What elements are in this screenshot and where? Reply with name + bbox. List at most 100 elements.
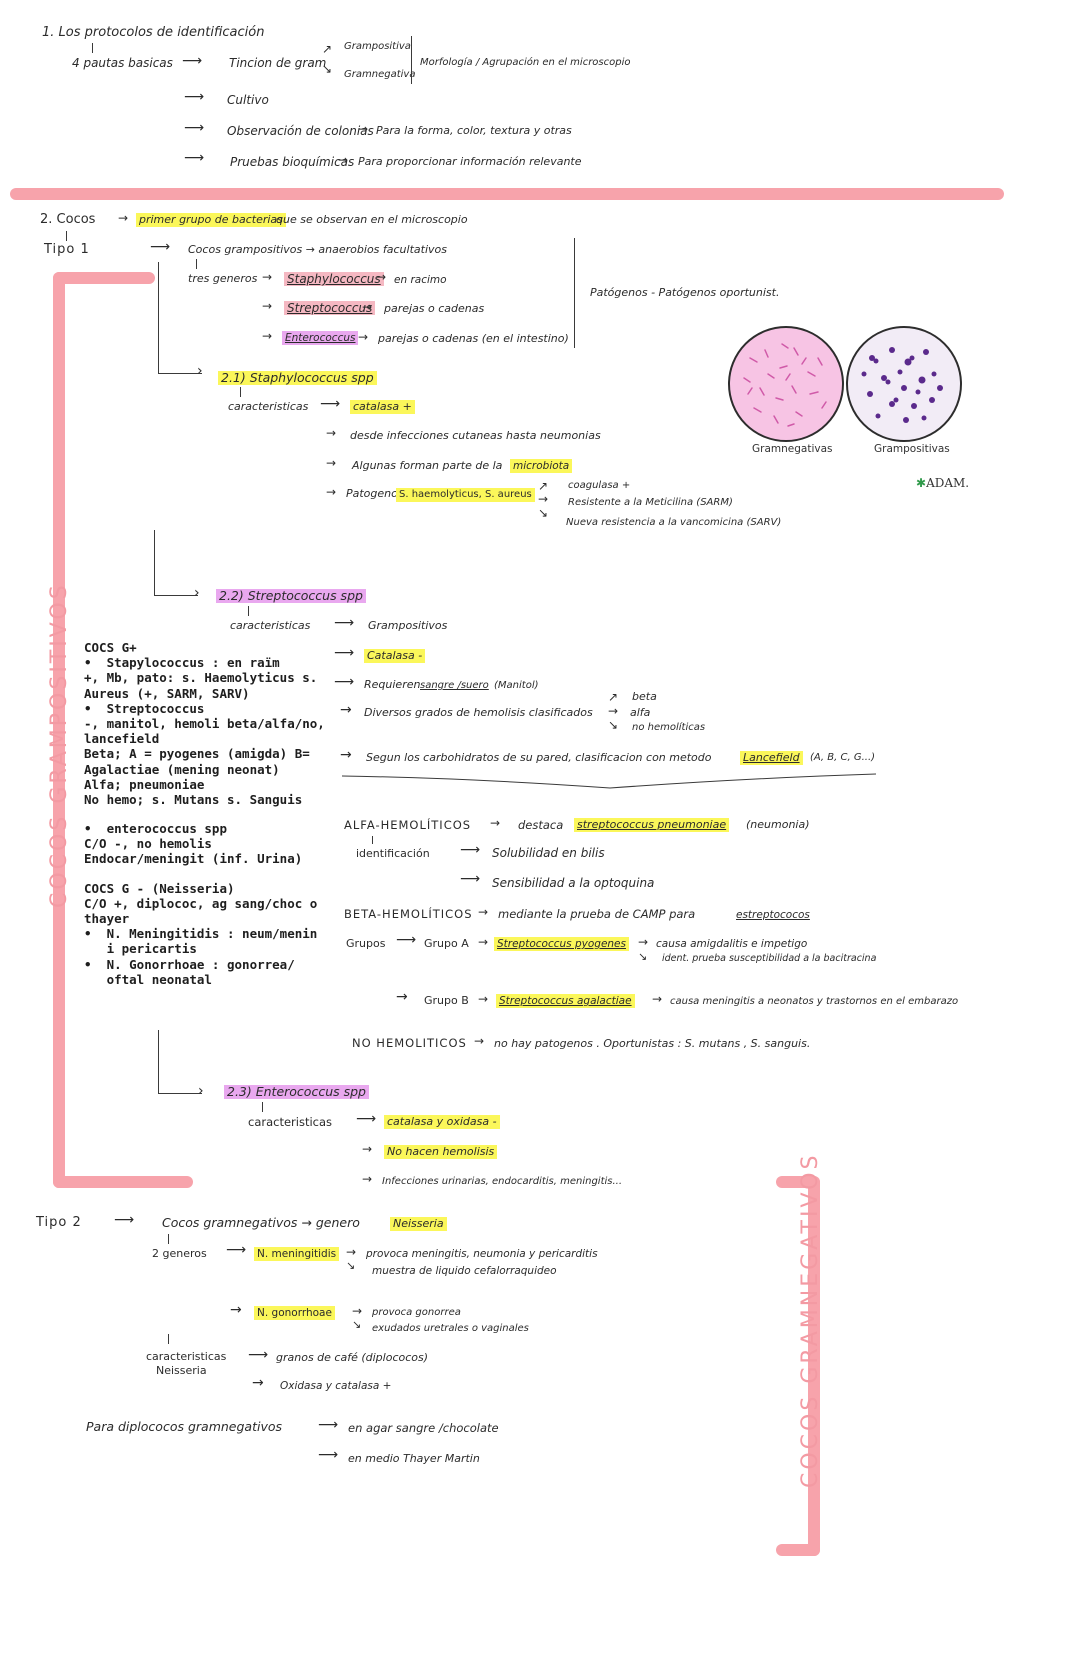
arrow-icon: →: [340, 702, 352, 718]
section2-title: 2. Cocos: [40, 212, 96, 227]
arrow-icon: ⟶: [184, 150, 205, 166]
gramnegative-micrograph: [728, 326, 844, 442]
genus-enterococcus: Enterococcus: [282, 331, 359, 345]
neisseria-caract-1: caracteristicas: [146, 1350, 227, 1363]
sidebar-line: Alfa; pneumoniae: [84, 776, 205, 792]
cocos-grampositivos-vertical: COCOS GRAMPOSITIVOS: [47, 582, 72, 908]
catalasa-positive: catalasa +: [350, 400, 415, 414]
patogenos-label: Patógenos - Patógenos oportunist.: [590, 286, 780, 299]
arrow-down-icon: ↘: [608, 718, 619, 732]
gonorrhoae-exudados: exudados uretrales o vaginales: [372, 1323, 529, 1334]
arrow-up-icon: ↗: [608, 690, 619, 704]
sidebar-spacer: [84, 807, 324, 821]
coagulasa-label: coagulasa +: [568, 480, 631, 491]
arrow-down-icon: ↘: [346, 1259, 356, 1272]
arrow-icon: ⟶: [184, 89, 205, 105]
lancefield-groups: (A, B, C, G...): [810, 752, 876, 763]
brand-logo: ✱ADAM.: [916, 476, 970, 490]
tincion-label: Tincion de gram: [229, 56, 327, 70]
sarm-label: Resistente a la Meticilina (SARM): [568, 497, 733, 508]
genus3-detail: parejas o cadenas (en el intestino): [378, 332, 569, 345]
grupo-b-label: Grupo B: [424, 994, 469, 1007]
caracteristicas-label: caracteristicas: [228, 400, 309, 413]
sidebar-line: Beta; A = pyogenes (amigda) B=: [84, 746, 310, 762]
arrow-icon: ⟶: [318, 1417, 339, 1433]
arrow-icon: →: [346, 1245, 357, 1259]
meningitidis-provoca: provoca meningitis, neumonia y pericardi…: [366, 1248, 598, 1260]
arrow-up-icon: ↗: [538, 479, 549, 493]
section-divider: [10, 188, 1004, 200]
tipo2-desc: Cocos gramnegativos → genero: [162, 1215, 360, 1230]
arrow-icon: ⟶: [460, 842, 481, 858]
arrow-icon: →: [478, 992, 489, 1006]
arrow-icon: →: [118, 211, 129, 225]
arrow-icon: →: [652, 992, 663, 1006]
strep-char-4: Diversos grados de hemolisis clasificado…: [364, 706, 593, 719]
arrow-icon: →: [352, 1304, 363, 1318]
sidebar-spacer: [84, 867, 324, 881]
tres-generos: tres generos: [188, 272, 258, 285]
alfa-destaca: destaca: [518, 818, 564, 832]
arrow-icon: →: [326, 485, 337, 499]
no-hemolisis-highlight: No hacen hemolisis: [384, 1145, 498, 1159]
grampositive-bracket-bottom: [53, 1176, 193, 1188]
arrow-icon: ⟶: [356, 1111, 377, 1127]
arrow-icon: →: [230, 1302, 242, 1318]
beta-label: beta: [632, 690, 657, 703]
arrow-icon: →: [490, 816, 501, 830]
arrow-down-icon: ↘: [352, 1318, 362, 1331]
sidebar-line: C/O -, no hemolis: [84, 836, 212, 852]
arrow-icon: →: [358, 330, 369, 344]
connector: [168, 1234, 169, 1244]
ident-optoquina: Sensibilidad a la optoquina: [492, 876, 655, 890]
arrow-icon: →: [326, 456, 337, 470]
gramnegativa-label: Gramnegativa: [344, 69, 416, 80]
arrow-icon: ⟶: [184, 120, 205, 136]
bracket-line: [574, 238, 575, 348]
tipo1-desc: Cocos grampositivos → anaerobios faculta…: [188, 243, 447, 256]
beta-camp: mediante la prueba de CAMP para: [498, 907, 696, 921]
arrow-icon: →: [478, 935, 489, 949]
section2-highlight: primer grupo de bacterias: [136, 213, 286, 227]
tree-line: [154, 595, 198, 596]
sidebar-line: -, manitol, hemoli beta/alfa/no,: [84, 715, 325, 731]
section1-title: 1. Los protocolos de identificación: [42, 25, 265, 40]
connector: [248, 606, 249, 616]
pyogenes-highlight: Streptococcus pyogenes: [494, 937, 629, 951]
arrow-icon: ⟶: [150, 239, 171, 255]
catalasa-negative: Catalasa -: [364, 649, 426, 663]
sidebar-line: oftal neonatal: [84, 971, 212, 987]
staph-char-2: Algunas forman parte de la: [352, 459, 503, 472]
arrow-icon: →: [638, 935, 649, 949]
arrow-icon: →: [338, 153, 349, 167]
tree-line: [158, 262, 159, 374]
sidebar-line: C/O +, diplococ, ag sang/choc o: [84, 895, 318, 911]
patogeno-label: Patogeno :: [346, 487, 406, 500]
arrow-icon: ⟶: [460, 871, 481, 887]
genus-streptococcus: Streptococcus: [284, 301, 376, 315]
gramnegative-bracket: [808, 1176, 820, 1556]
sidebar-notes: COCS G+• Stapylococcus : en raïm+, Mb, p…: [84, 640, 325, 987]
arrow-icon: ⟶: [226, 1242, 247, 1258]
genus-staphylococcus: Staphylococcus: [284, 272, 384, 286]
arrow-icon: ⟶: [396, 932, 417, 948]
beta-hemoliticos-label: BETA-HEMOLÍTICOS: [344, 907, 473, 921]
meningitidis-highlight: N. meningitidis: [254, 1247, 340, 1261]
connector: [168, 1334, 169, 1344]
arrow-up-icon: ↗: [322, 42, 333, 56]
morfologia-label: Morfología / Agrupación en el microscopi…: [420, 57, 631, 68]
neisseria-highlight: Neisseria: [390, 1217, 447, 1231]
catalasa-oxidasa-negative: catalasa y oxidasa -: [384, 1115, 500, 1129]
pneumoniae-highlight: streptococcus pneumoniae: [574, 818, 730, 832]
arrow-icon: ⟶: [114, 1212, 135, 1228]
ident-bilis: Solubilidad en bilis: [492, 846, 605, 860]
arrow-icon: →: [326, 426, 337, 440]
grupo-a-causa: causa amigdalitis e impetigo: [656, 938, 808, 950]
sidebar-line: • Streptococcus: [84, 700, 205, 716]
identificacion-label: identificación: [356, 847, 430, 860]
no-hemoliticos-desc: no hay patogenos . Oportunistas : S. mut…: [494, 1037, 811, 1050]
gramnegative-bracket-top: [776, 1176, 820, 1188]
dos-generos-label: 2 generos: [152, 1247, 207, 1260]
microbiota-highlight: microbiota: [510, 459, 573, 473]
meningitidis-muestra: muestra de liquido cefalorraquideo: [372, 1265, 557, 1277]
